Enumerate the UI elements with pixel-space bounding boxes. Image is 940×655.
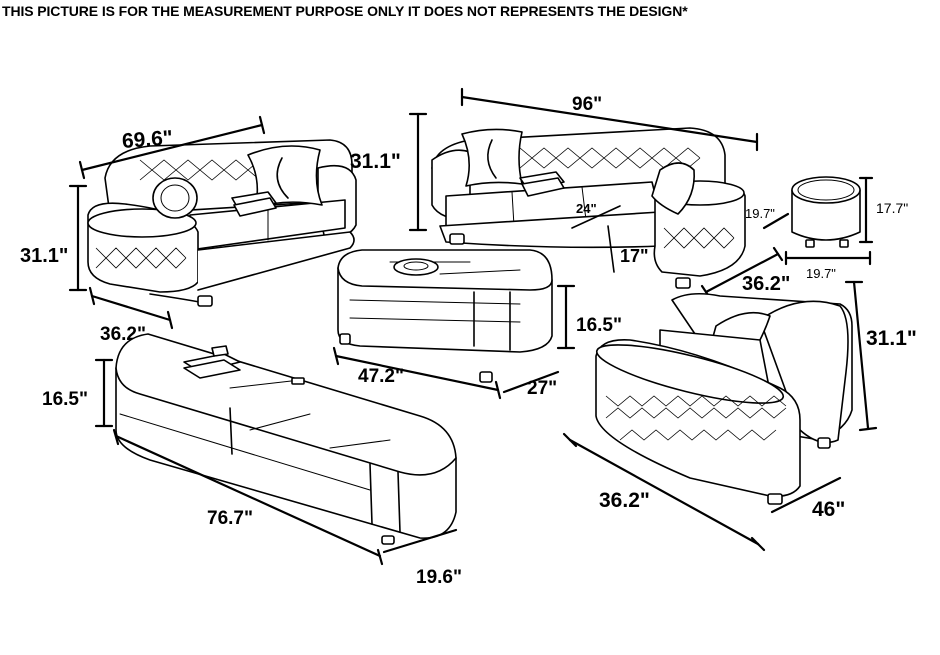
sofa-back-tufting xyxy=(519,147,701,169)
sofa-arm-tufting xyxy=(663,227,735,249)
sofa-drawing xyxy=(431,127,746,289)
tv-stand-width-label: 76.7" xyxy=(207,508,253,529)
coffee-table-dimensions xyxy=(332,284,576,400)
tv-stand-drawing xyxy=(115,333,457,545)
sofa-dimensions xyxy=(408,87,784,300)
loveseat-width-label: 69.6" xyxy=(121,126,173,152)
sofa-width-label: 96" xyxy=(572,94,602,115)
side-table-depth-label: 19.7" xyxy=(745,206,775,221)
armchair-depth-label: 46" xyxy=(812,498,845,521)
armchair-height-label: 31.1" xyxy=(866,327,917,350)
sofa-seat-height-label: 17" xyxy=(620,246,649,266)
armchair-drawing xyxy=(595,292,853,505)
loveseat-dimensions xyxy=(68,115,266,330)
loveseat-arm-tufting xyxy=(95,247,187,269)
disclaimer-text: THIS PICTURE IS FOR THE MEASUREMENT PURP… xyxy=(2,3,688,19)
coffee-table-width-label: 47.2" xyxy=(358,366,404,387)
loveseat-height-label: 31.1" xyxy=(20,245,68,267)
coffee-table-depth-label: 27" xyxy=(527,378,557,399)
side-table-dimensions xyxy=(762,176,874,266)
tv-stand-dimensions xyxy=(94,358,458,566)
armchair-dimensions xyxy=(562,280,878,552)
tv-stand-depth-label: 19.6" xyxy=(416,567,462,588)
tv-stand-height-label: 16.5" xyxy=(42,389,88,410)
side-table-drawing xyxy=(791,176,861,248)
side-table-width-label: 19.7" xyxy=(806,266,836,281)
loveseat-drawing xyxy=(87,139,357,307)
coffee-table-drawing xyxy=(337,249,553,383)
coffee-table-height-label: 16.5" xyxy=(576,315,622,336)
side-table-height-label: 17.7" xyxy=(876,200,908,216)
armchair-tufting xyxy=(605,395,787,441)
sofa-height-label: 31.1" xyxy=(350,150,401,173)
sofa-seat-depth-label: 24" xyxy=(576,201,597,216)
armchair-width-label: 36.2" xyxy=(599,489,650,512)
sofa-depth-label: 36.2" xyxy=(742,273,790,295)
